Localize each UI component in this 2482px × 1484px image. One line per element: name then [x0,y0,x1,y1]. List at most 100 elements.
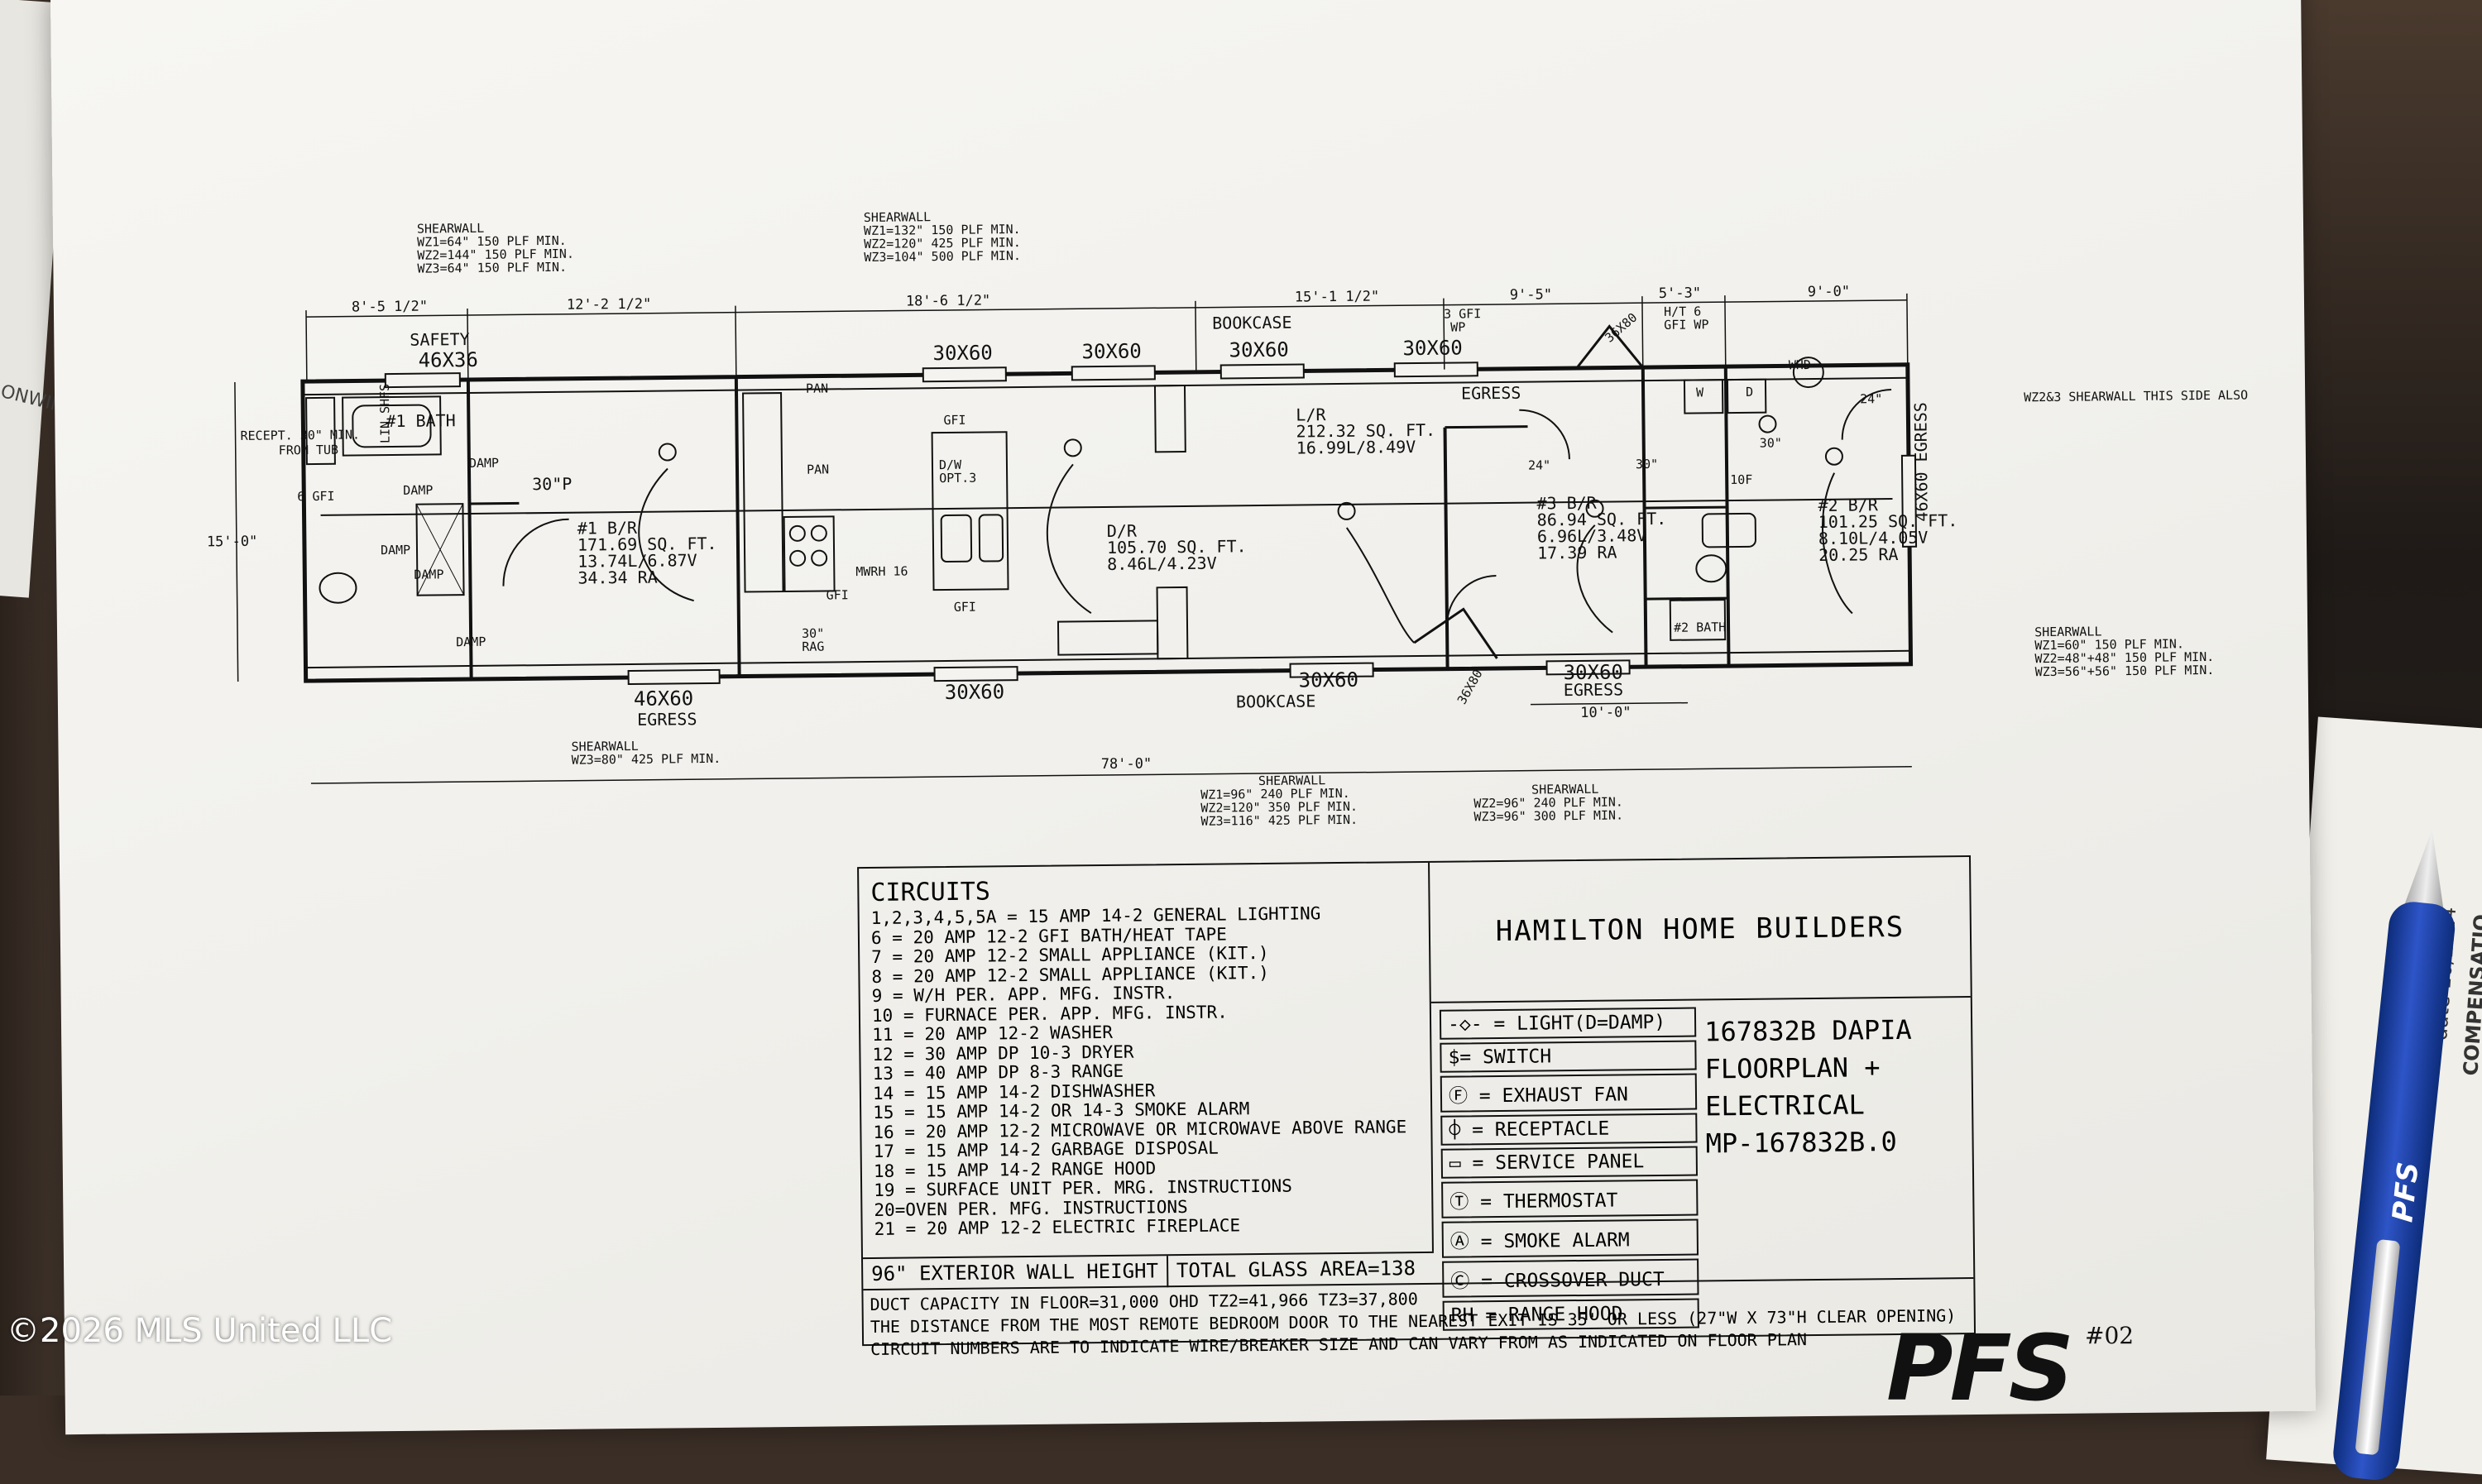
door-size-bottom: 36X80 [1454,667,1486,706]
pen-brand: PFS [2386,1160,2426,1224]
closet-24-br2: 24" [1860,391,1882,406]
br1-info: #1 B/R 171.69 SQ. FT. 13.74L/6.87V 34.34… [577,518,717,588]
svg-text:D/R: D/R [1107,521,1138,541]
legend-exhaust-fan: Ⓕ = EXHAUST FAN [1440,1073,1698,1113]
svg-text:WZ3=116" 425 PLF MIN.: WZ3=116" 425 PLF MIN. [1200,812,1358,829]
wp-label: WP [1450,319,1465,334]
svg-text:16.99L/8.49V: 16.99L/8.49V [1296,437,1416,458]
closet-30p: 30"P [532,474,572,495]
svg-text:105.70 SQ. FT.: 105.70 SQ. FT. [1107,536,1247,558]
bookcase-bottom-label: BOOKCASE [1236,691,1316,711]
damp-label-2: DAMP [403,482,433,497]
gfi-label-3: GFI [827,587,849,602]
damp-label-4: DAMP [414,567,443,582]
drawing-id-line: FLOORPLAN + [1704,1051,1881,1085]
bath2-label: #2 BATH [1674,620,1726,635]
bookcase-top-label: BOOKCASE [1212,313,1292,333]
floorplan-sheet: 8'-5 1/2" 12'-2 1/2" 18'-6 1/2" 15'-1 1/… [50,0,2317,1435]
svg-text:86.94 SQ. FT.: 86.94 SQ. FT. [1537,509,1667,530]
damp-label-3: DAMP [381,543,410,558]
svg-text:WZ3=104" 500 PLF MIN.: WZ3=104" 500 PLF MIN. [864,248,1021,265]
bath1-label: #1 BATH [386,410,456,431]
gfi3-label: 3 GFI [1444,306,1481,321]
shearwall-callout-2: SHEARWALL WZ1=132" 150 PLF MIN. WZ2=120"… [864,209,1021,265]
legend-service-panel: ▭ = SERVICE PANEL [1440,1146,1699,1179]
recept-note-2: FROM TUB [279,443,338,458]
svg-text:WZ1=132" 150 PLF MIN.: WZ1=132" 150 PLF MIN. [864,222,1021,238]
window-top-4: 30X60 [1402,336,1463,360]
pfs-sheet-number: #02 [2085,1322,2135,1349]
svg-text:L/R: L/R [1296,405,1326,424]
dim-top-2: 12'-2 1/2" [567,296,652,314]
svg-text:SHEARWALL: SHEARWALL [571,739,638,754]
svg-text:WZ3=56"+56" 150 PLF MIN.: WZ3=56"+56" 150 PLF MIN. [2035,663,2215,679]
svg-text:20.25 RA: 20.25 RA [1818,544,1899,565]
svg-text:13.74L/6.87V: 13.74L/6.87V [577,550,697,572]
drawing-id-line: 167832B DAPIA [1703,1013,1912,1048]
glass-area: TOTAL GLASS AREA=138 [1176,1257,1416,1283]
window-top-3: 30X60 [1229,338,1289,362]
svg-text:WZ2=120" 425 PLF MIN.: WZ2=120" 425 PLF MIN. [864,235,1021,251]
dim-length: 78'-0" [1101,755,1152,773]
ht-label-2: GFI WP [1664,317,1708,333]
dim-top-7: 9'-0" [1808,284,1850,301]
dim-top-1: 8'-5 1/2" [352,299,428,316]
legend-smoke-alarm: Ⓐ = SMOKE ALARM [1441,1218,1699,1258]
recept-note-1: RECEPT. 30" MIN. [240,427,360,443]
legend-thermostat: Ⓣ = THERMOSTAT [1441,1179,1699,1218]
svg-text:WZ2=48"+48" 150 PLF MIN.: WZ2=48"+48" 150 PLF MIN. [2034,649,2214,666]
builder-name: HAMILTON HOME BUILDERS [1430,857,1971,1003]
svg-text:WZ3=64" 150 PLF MIN.: WZ3=64" 150 PLF MIN. [417,260,567,276]
gfi6-label: 6 GFI [297,489,334,504]
egress-bottom-label: EGRESS [637,709,697,730]
window-top-2: 30X60 [1081,340,1142,364]
shearwall-callout-3: SHEARWALL WZ3=80" 425 PLF MIN. [571,739,721,768]
legend-receptacle: ⌽ = RECEPTACLE [1440,1113,1698,1146]
rag-label-1: 30" [802,626,824,641]
br2-info: #2 B/R 101.25 SQ. FT. 8.10L/4.05V 20.25 … [1818,495,1958,565]
svg-text:WZ1=64" 150 PLF MIN.: WZ1=64" 150 PLF MIN. [417,233,567,250]
legend-light: -◇- = LIGHT(D=DAMP) [1439,1007,1697,1040]
svg-text:171.69 SQ. FT.: 171.69 SQ. FT. [577,534,717,555]
drawing-id: 167832B DAPIA FLOORPLAN + ELECTRICAL MP-… [1704,1011,1971,1162]
svg-text:#1 B/R: #1 B/R [577,518,638,539]
svg-text:SHEARWALL: SHEARWALL [1531,782,1598,797]
title-block: CIRCUITS 1,2,3,4,5,5A = 15 AMP 14-2 GENE… [857,855,1976,1365]
lr-info: L/R 212.32 SQ. FT. 16.99L/8.49V [1296,405,1435,458]
svg-text:#2 B/R: #2 B/R [1818,495,1878,515]
drawing-id-line: MP-167832B.0 [1705,1125,1897,1160]
window-top-1: 30X60 [932,341,993,365]
safety-window-size: 46X36 [418,348,478,372]
svg-text:SHEARWALL: SHEARWALL [2034,624,2101,639]
dryer-label: D [1746,385,1753,400]
pfs-logo: PFS [1886,1315,2074,1421]
svg-text:8.46L/4.23V: 8.46L/4.23V [1107,553,1217,574]
svg-text:212.32 SQ. FT.: 212.32 SQ. FT. [1296,420,1435,442]
egress-window-size: 46X60 [634,687,694,711]
window-bottom-1: 30X60 [945,680,1005,704]
egress-lr-label: EGRESS [1461,383,1521,404]
mwrh-label: MWRH 16 [855,563,908,579]
furnace-10f: 10F [1730,472,1752,487]
dim-br3: 10'-0" [1580,704,1632,721]
dim-width: 15'-0" [207,534,258,551]
svg-text:34.34 RA: 34.34 RA [577,567,658,588]
exterior-walls [300,324,1918,686]
linen-label: LIN SHFS [377,384,393,443]
circuits-panel: CIRCUITS 1,2,3,4,5,5A = 15 AMP 14-2 GENE… [859,862,1434,1258]
floorplan-drawing: 8'-5 1/2" 12'-2 1/2" 18'-6 1/2" 15'-1 1/… [207,209,2248,829]
circuits-title: CIRCUITS [870,877,991,907]
dim-top-4: 15'-1 1/2" [1295,288,1380,305]
pan-label-1: PAN [806,381,828,395]
safety-label: SAFETY [410,329,469,350]
svg-text:101.25 SQ. FT.: 101.25 SQ. FT. [1818,510,1958,532]
egress-right-label: 46X60 EGRESS [1910,402,1932,522]
svg-text:17.39 RA: 17.39 RA [1537,542,1617,562]
svg-text:6.96L/3.48V: 6.96L/3.48V [1537,525,1647,546]
rag-label-2: RAG [802,639,824,654]
shearwall-callout-1: SHEARWALL WZ1=64" 150 PLF MIN. WZ2=144" … [417,221,574,276]
svg-text:WZ1=60" 150 PLF MIN.: WZ1=60" 150 PLF MIN. [2034,636,2184,653]
washer-label: W [1696,385,1704,400]
damp-label-1: DAMP [469,456,499,471]
shearwall-callout-4: SHEARWALL WZ1=96" 240 PLF MIN. WZ2=120" … [1200,773,1358,829]
